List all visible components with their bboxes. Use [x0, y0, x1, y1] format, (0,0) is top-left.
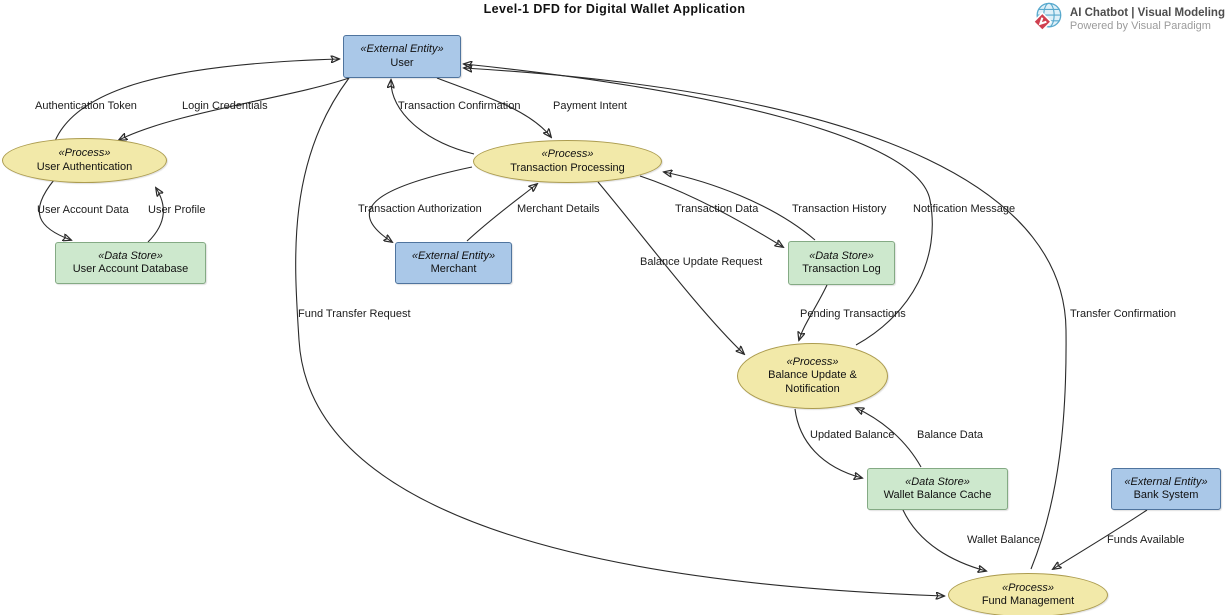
flow-pending-transactions [799, 284, 828, 340]
flow-merchant-details [466, 184, 537, 242]
flow-label-transaction-confirmation: Transaction Confirmation [398, 100, 521, 112]
flow-notification-message [464, 64, 933, 346]
visual-paradigm-logo-icon [1032, 1, 1064, 38]
flow-label-wallet-balance: Wallet Balance [967, 534, 1040, 546]
flow-label-merchant-details: Merchant Details [517, 203, 600, 215]
node-bank-system[interactable]: «External Entity» Bank System [1111, 468, 1221, 510]
flow-updated-balance [794, 408, 862, 478]
node-user-account-database[interactable]: «Data Store» User Account Database [55, 242, 206, 284]
flow-balance-data [856, 408, 922, 468]
flow-label-fund-transfer-request: Fund Transfer Request [298, 308, 411, 320]
flow-label-transaction-authorization: Transaction Authorization [358, 203, 482, 215]
node-bank-system-stereotype: «External Entity» [1124, 475, 1208, 488]
node-fund-management-name: Fund Management [981, 595, 1075, 607]
node-user-authentication-stereotype: «Process» [58, 147, 111, 159]
node-transaction-processing-stereotype: «Process» [541, 148, 594, 160]
branding-line2: Powered by Visual Paradigm [1069, 19, 1211, 32]
flow-transfer-confirmation [464, 68, 1067, 570]
flow-transaction-authorization [369, 166, 473, 242]
flow-label-transfer-confirmation: Transfer Confirmation [1070, 308, 1176, 320]
node-balance-update-notification-name: Balance Update & Notification [768, 369, 857, 395]
flow-user-account-data [38, 179, 71, 240]
node-user-name: User [390, 56, 414, 69]
node-wallet-balance-cache-name: Wallet Balance Cache [883, 489, 992, 501]
flow-label-balance-data: Balance Data [917, 429, 984, 441]
flow-login-credentials [119, 77, 350, 140]
flow-fund-transfer-request [295, 77, 944, 596]
node-transaction-processing[interactable]: «Process» Transaction Processing [473, 140, 662, 183]
node-balance-update-notification-stereotype: «Process» [786, 355, 839, 368]
flow-balance-update-request [597, 181, 744, 354]
flow-label-authentication-token: Authentication Token [35, 100, 137, 112]
flow-label-notification-message: Notification Message [913, 203, 1016, 215]
flow-label-funds-available: Funds Available [1107, 534, 1185, 546]
visual-paradigm-branding[interactable]: AI Chatbot | Visual Modeling Powered by … [1032, 1, 1225, 38]
flow-label-login-credentials: Login Credentials [182, 100, 268, 112]
flow-label-pending-transactions: Pending Transactions [800, 308, 906, 320]
node-wallet-balance-cache-stereotype: «Data Store» [905, 475, 970, 488]
node-user[interactable]: «External Entity» User [343, 35, 461, 78]
flow-label-balance-update-request: Balance Update Request [640, 256, 763, 268]
flow-transaction-confirmation [391, 80, 475, 155]
node-transaction-processing-name: Transaction Processing [510, 161, 625, 174]
node-user-account-database-stereotype: «Data Store» [98, 249, 163, 262]
node-balance-update-notification[interactable]: «Process» Balance Update & Notification [737, 343, 888, 409]
node-merchant-stereotype: «External Entity» [411, 249, 496, 262]
node-fund-management-stereotype: «Process» [1002, 581, 1054, 594]
node-transaction-log[interactable]: «Data Store» Transaction Log [788, 241, 895, 285]
flow-label-transaction-data: Transaction Data [675, 203, 759, 215]
diagram-title: Level-1 DFD for Digital Wallet Applicati… [483, 2, 746, 16]
flow-label-user-profile: User Profile [148, 204, 206, 216]
node-user-authentication-name: User Authentication [36, 160, 133, 173]
branding-line1: AI Chatbot | Visual Modeling [1069, 6, 1225, 19]
node-merchant[interactable]: «External Entity» Merchant [395, 242, 512, 284]
node-transaction-log-stereotype: «Data Store» [809, 249, 874, 262]
flow-wallet-balance [902, 509, 986, 571]
flow-label-transaction-history: Transaction History [792, 203, 887, 215]
node-wallet-balance-cache[interactable]: «Data Store» Wallet Balance Cache [867, 468, 1008, 510]
node-transaction-log-name: Transaction Log [802, 263, 881, 275]
node-fund-management[interactable]: «Process» Fund Management [948, 573, 1108, 615]
flow-payment-intent [436, 77, 551, 137]
flow-label-payment-intent: Payment Intent [553, 100, 627, 112]
flow-authentication-token [54, 59, 339, 142]
node-bank-system-name: Bank System [1133, 489, 1199, 501]
node-user-account-database-name: User Account Database [72, 263, 189, 275]
flow-label-user-account-data: User Account Data [37, 204, 129, 216]
flow-user-profile [147, 188, 164, 243]
node-user-stereotype: «External Entity» [360, 43, 444, 55]
node-user-authentication[interactable]: «Process» User Authentication [2, 138, 167, 183]
node-merchant-name: Merchant [430, 263, 477, 275]
flow-label-updated-balance: Updated Balance [810, 429, 895, 441]
flow-transaction-history [664, 172, 816, 241]
flow-transaction-data [639, 175, 783, 247]
flow-funds-available [1053, 509, 1148, 569]
